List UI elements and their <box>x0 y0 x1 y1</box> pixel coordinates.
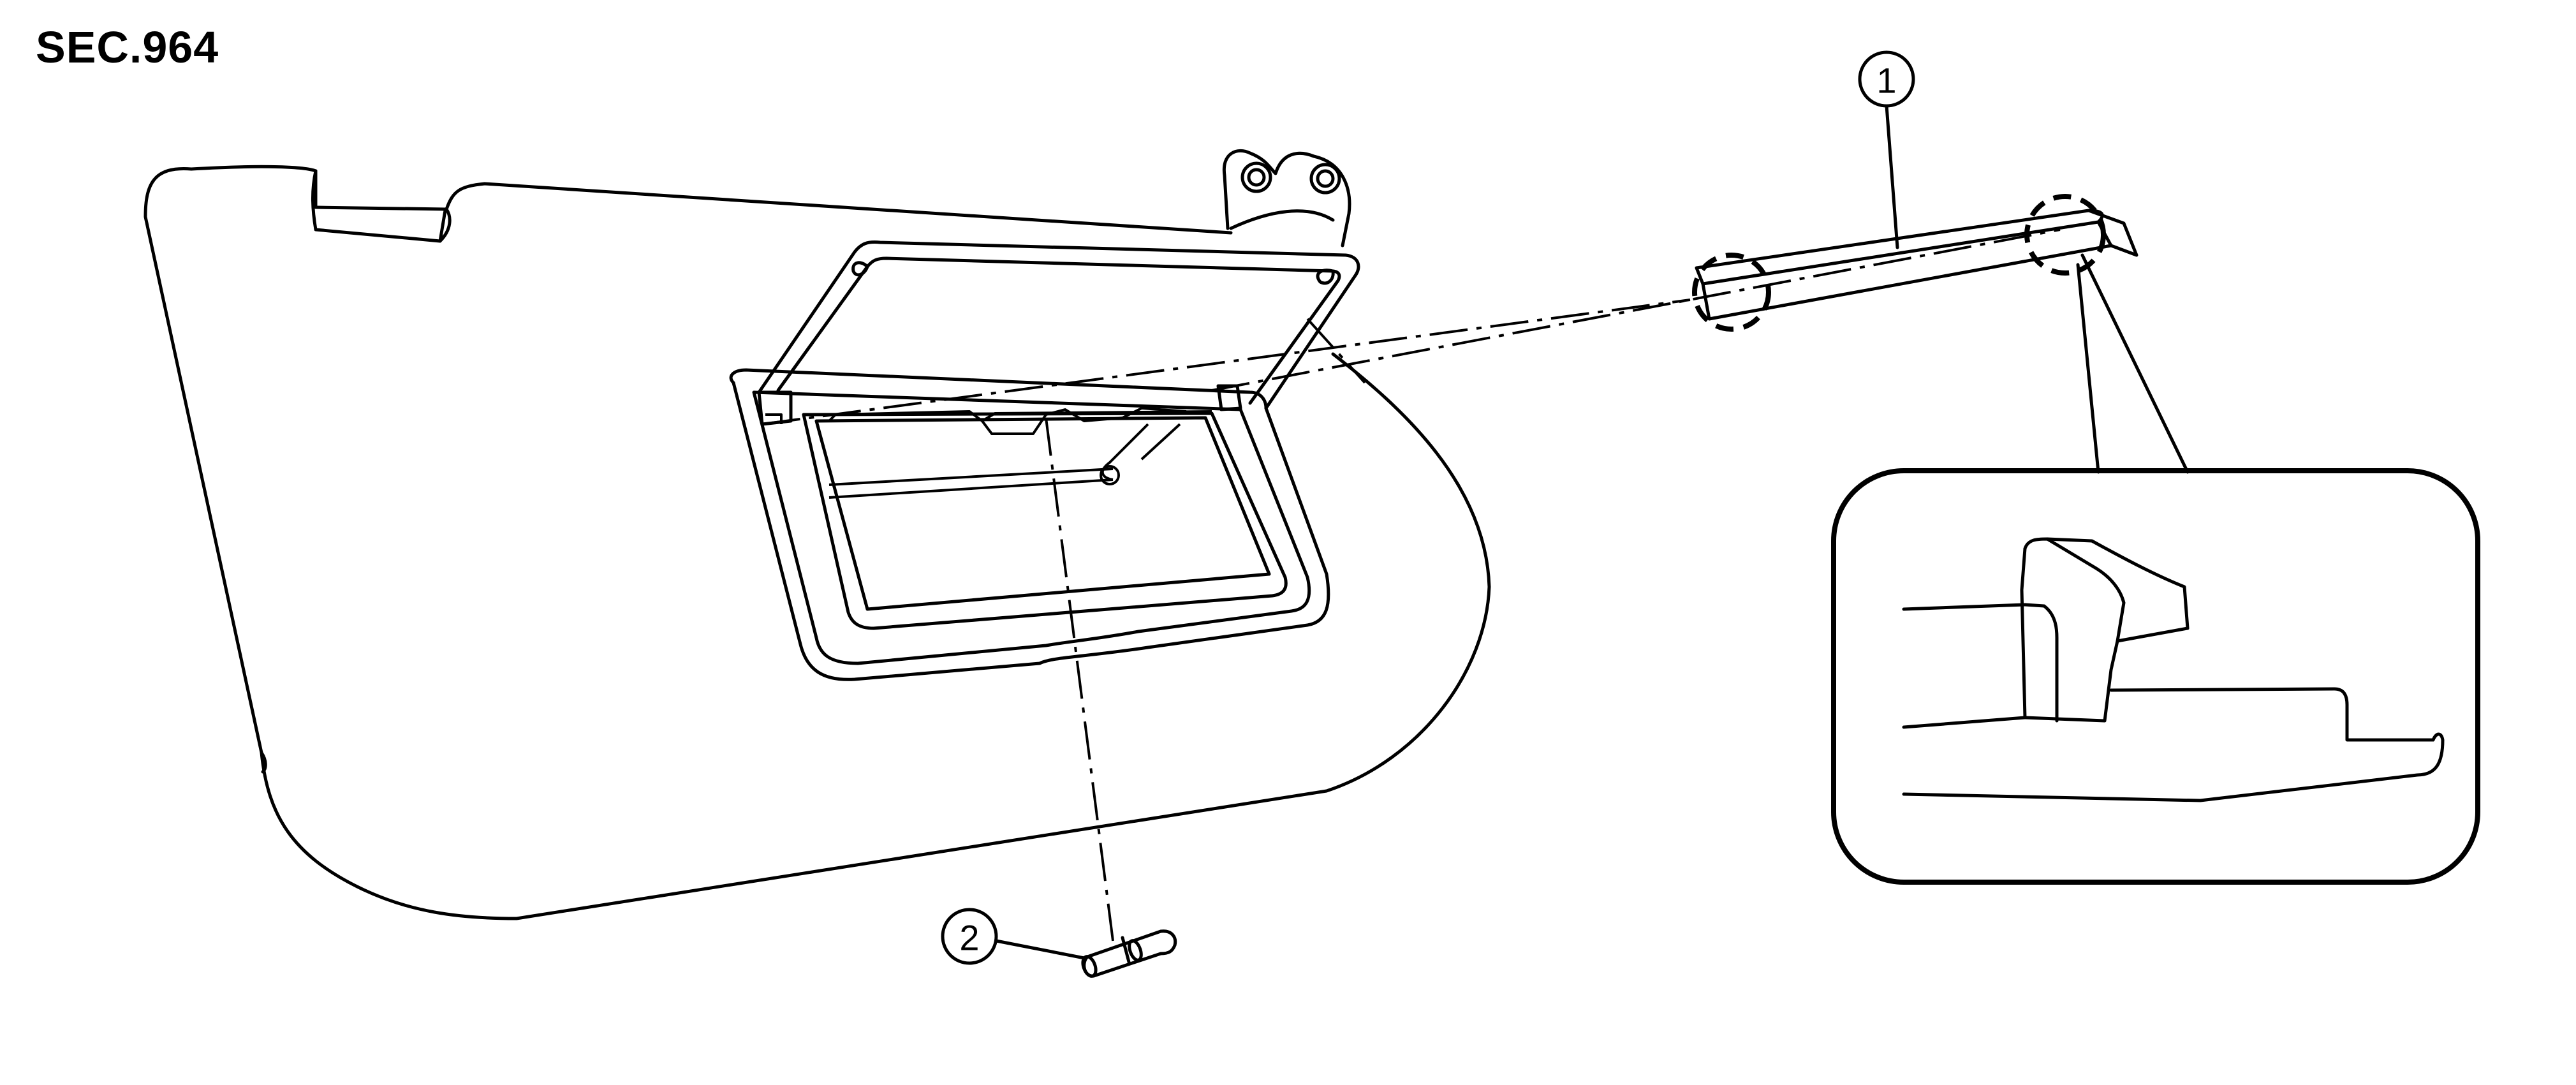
assembly-guide-lines <box>762 228 2061 941</box>
vanity-mirror <box>729 240 1360 681</box>
detail-inset-frame <box>1831 468 2480 885</box>
section-code: SEC.964 <box>36 22 219 72</box>
callout-1-label: 1 <box>1876 61 1896 101</box>
map-lamp-lens <box>1692 194 2138 332</box>
callout-2: 2 <box>941 908 1086 965</box>
detail-inset <box>1831 253 2480 885</box>
callout-2-label: 2 <box>959 918 979 958</box>
bulb <box>1081 929 1177 978</box>
callout-1: 1 <box>1858 50 1915 249</box>
sun-visor <box>144 149 1491 920</box>
